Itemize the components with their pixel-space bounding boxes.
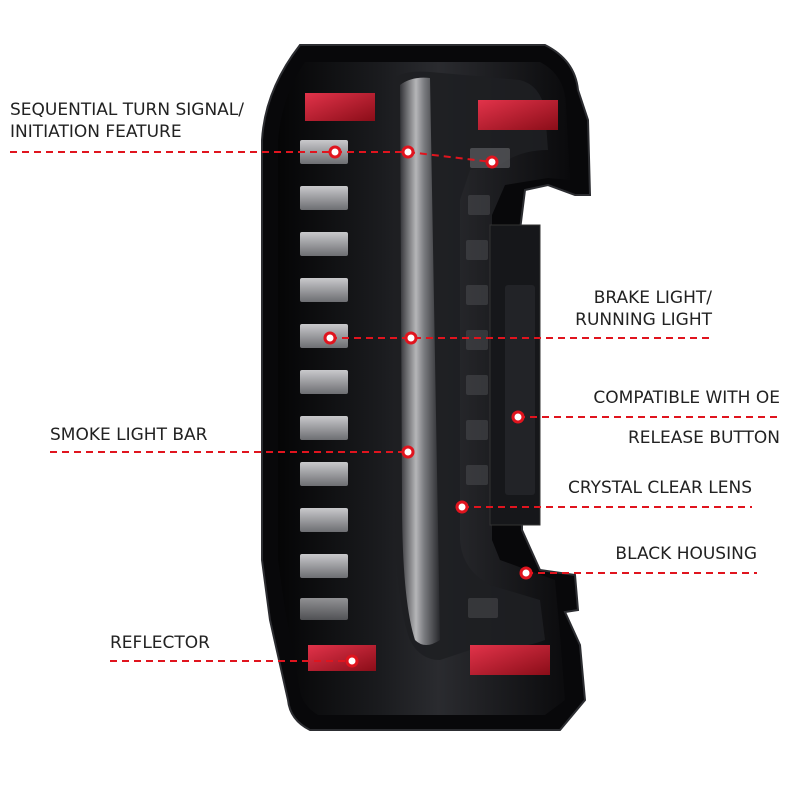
led-segment [466,285,488,305]
callout-dot [401,445,415,459]
led-segment [300,278,348,302]
led-segment [468,598,498,618]
led-segment [300,508,348,532]
led-segment [300,186,348,210]
led-segment [300,370,348,394]
led-segment [466,240,488,260]
callout-dot [328,145,342,159]
led-segment [300,598,348,620]
callout-dot [323,331,337,345]
callout-dot [404,331,418,345]
label-crystal-clear-lens: CRYSTAL CLEAR LENS [568,478,752,498]
label-black-housing: BLACK HOUSING [615,544,757,564]
led-segment [466,465,488,485]
led-segment [300,554,348,578]
label-brake-line2: RUNNING LIGHT [575,310,712,330]
callout-dot [401,145,415,159]
callout-dot [519,566,533,580]
label-sequential-line1: SEQUENTIAL TURN SIGNAL/ [10,100,244,120]
led-segment [468,195,490,215]
reflector-bottom-left [308,645,376,671]
callout-dot [455,500,469,514]
reflector-bottom-right [470,645,550,675]
callout-dot [345,654,359,668]
label-smoke-light-bar: SMOKE LIGHT BAR [50,425,208,445]
led-segment [300,462,348,486]
label-reflector: REFLECTOR [110,633,210,653]
label-sequential-line2: INITIATION FEATURE [10,122,182,142]
led-segment [466,420,488,440]
callout-dot [485,155,499,169]
label-compatible-line1: COMPATIBLE WITH OE [593,388,780,408]
led-segment [466,330,488,350]
reflector-top-right [478,100,558,130]
callout-line-sequential [407,151,493,163]
light-bar-highlight [400,77,440,646]
release-button [505,285,535,495]
sequential-segments-right [466,148,510,618]
led-segment [466,375,488,395]
callout-dot [511,410,525,424]
label-brake-line1: BRAKE LIGHT/ [593,288,712,308]
sequential-segments-left [300,140,348,620]
reflector-top-left [305,93,375,121]
led-segment [300,416,348,440]
label-compatible-line2: RELEASE BUTTON [627,428,780,448]
led-segment [300,232,348,256]
